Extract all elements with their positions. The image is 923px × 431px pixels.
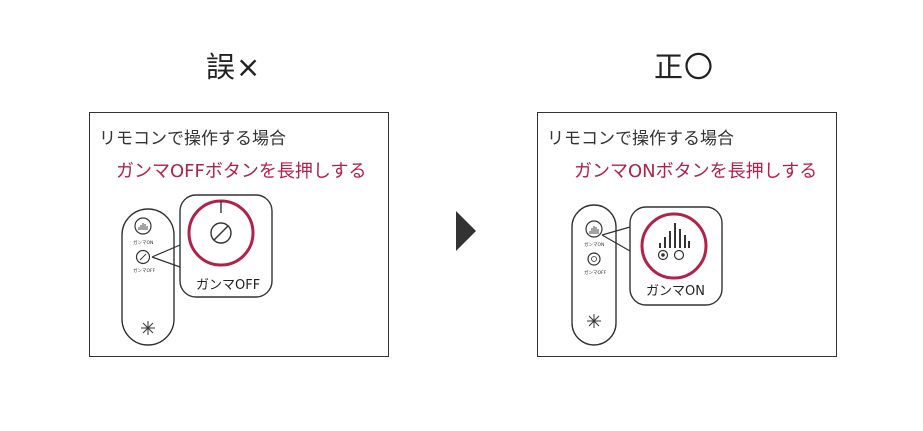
highlight-ring [640,212,708,280]
heading-right: 正〇 [654,50,715,84]
panel-wrong: リモコンで操作する場合 ガンマOFFボタンを長押しする ガンマON ガンマOFF… [89,112,389,357]
zoom-callout [629,206,723,306]
remote-label-on: ガンマON [584,241,604,248]
power-icon [141,321,155,335]
remote-label-off: ガンマOFF [133,267,156,274]
play-arrow-icon [456,211,476,251]
panel-right: リモコンで操作する場合 ガンマONボタンを長押しする ガンマON ガンマOFF … [537,112,837,357]
remote-illustration: ガンマON ガンマOFF ガンマON [571,204,723,346]
remote-control-icon [571,204,617,346]
heading-wrong: 誤× [206,50,262,84]
panel-title: リモコンで操作する場合 [99,129,286,149]
gamma-off-button-icon [587,252,601,266]
remote-illustration: ガンマON ガンマOFF ガンマOFF [121,194,273,346]
remote-control-icon [121,208,175,346]
power-icon [587,314,601,328]
remote-label-off: ガンマOFF [584,269,607,276]
panel-title: リモコンで操作する場合 [547,129,734,149]
panel-instruction: ガンマONボタンを長押しする [574,161,818,182]
zoom-label: ガンマON [646,284,705,299]
zoom-label: ガンマOFF [196,278,260,293]
remote-label-on: ガンマON [133,239,153,246]
panel-instruction: ガンマOFFボタンを長押しする [116,161,367,182]
